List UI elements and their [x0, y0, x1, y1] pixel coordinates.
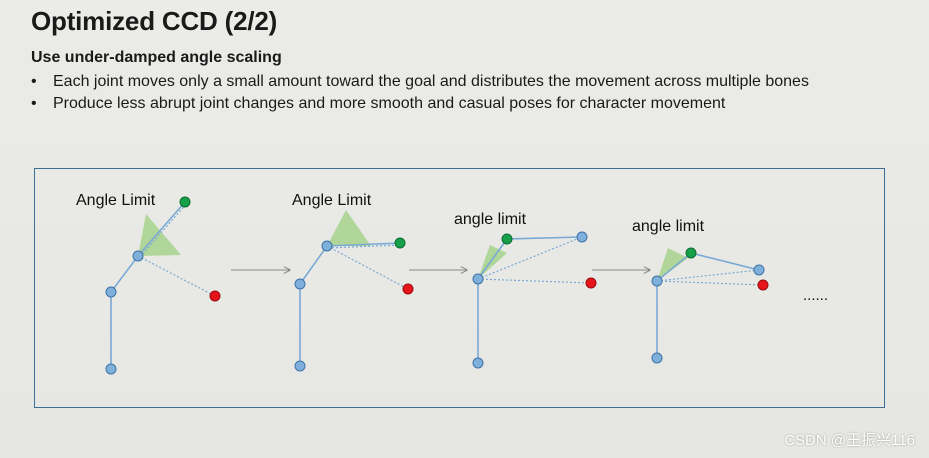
diagram-frame	[34, 168, 885, 408]
joint	[132, 250, 144, 262]
end-effector	[753, 264, 765, 276]
angle-limit-label: Angle Limit	[76, 192, 156, 209]
joint	[651, 352, 663, 364]
stage-4: angle limit	[632, 218, 769, 364]
end-effector	[576, 231, 588, 243]
bullet-marker: •	[31, 95, 37, 112]
angle-limit-label: Angle Limit	[292, 192, 372, 209]
bullet-marker: •	[31, 73, 37, 90]
goal-point	[402, 283, 414, 295]
goal-point	[209, 290, 221, 302]
bullet-text: Produce less abrupt joint changes and mo…	[53, 95, 726, 112]
stage-1: Angle Limit	[76, 192, 221, 375]
slide-subtitle: Use under-damped angle scaling	[31, 49, 282, 66]
target-line	[137, 255, 216, 297]
angle-limit-cone	[478, 245, 507, 279]
csdn-watermark: CSDN @王振兴116	[784, 432, 915, 449]
joint	[294, 360, 306, 372]
bullet-item: • Each joint moves only a small amount to…	[31, 71, 809, 93]
bone	[326, 242, 401, 247]
bone	[137, 201, 186, 257]
bone	[506, 236, 583, 240]
joint	[651, 275, 663, 287]
joint	[321, 240, 333, 252]
end-effector	[394, 237, 406, 249]
angle-limit-label: angle limit	[454, 211, 527, 228]
end-effector	[179, 196, 191, 208]
goal-point	[757, 279, 769, 291]
target-line	[656, 269, 760, 282]
angle-limit-cone	[657, 248, 688, 281]
joint	[294, 278, 306, 290]
bone	[690, 252, 760, 271]
target-line	[477, 236, 583, 280]
joint	[472, 357, 484, 369]
stage-3: angle limit	[454, 211, 597, 369]
joint	[105, 363, 117, 375]
bone	[299, 245, 328, 285]
joint	[501, 233, 513, 245]
bone	[110, 255, 139, 293]
bullet-text: Each joint moves only a small amount tow…	[53, 73, 809, 90]
stage-2: Angle Limit	[292, 192, 414, 372]
angle-limit-label: angle limit	[632, 218, 705, 235]
target-line	[327, 244, 402, 249]
joint	[685, 247, 697, 259]
continuation-ellipsis: ......	[803, 287, 828, 304]
goal-point	[585, 277, 597, 289]
angle-limit-cone	[327, 210, 371, 246]
target-line	[477, 278, 592, 284]
bone	[656, 252, 692, 282]
target-line	[326, 245, 409, 290]
bone	[477, 238, 508, 280]
joint	[105, 286, 117, 298]
target-line	[656, 280, 764, 286]
bullet-item: • Produce less abrupt joint changes and m…	[31, 93, 809, 115]
joint	[472, 273, 484, 285]
bullet-list: • Each joint moves only a small amount to…	[31, 71, 809, 115]
slide-title: Optimized CCD (2/2)	[31, 6, 278, 36]
